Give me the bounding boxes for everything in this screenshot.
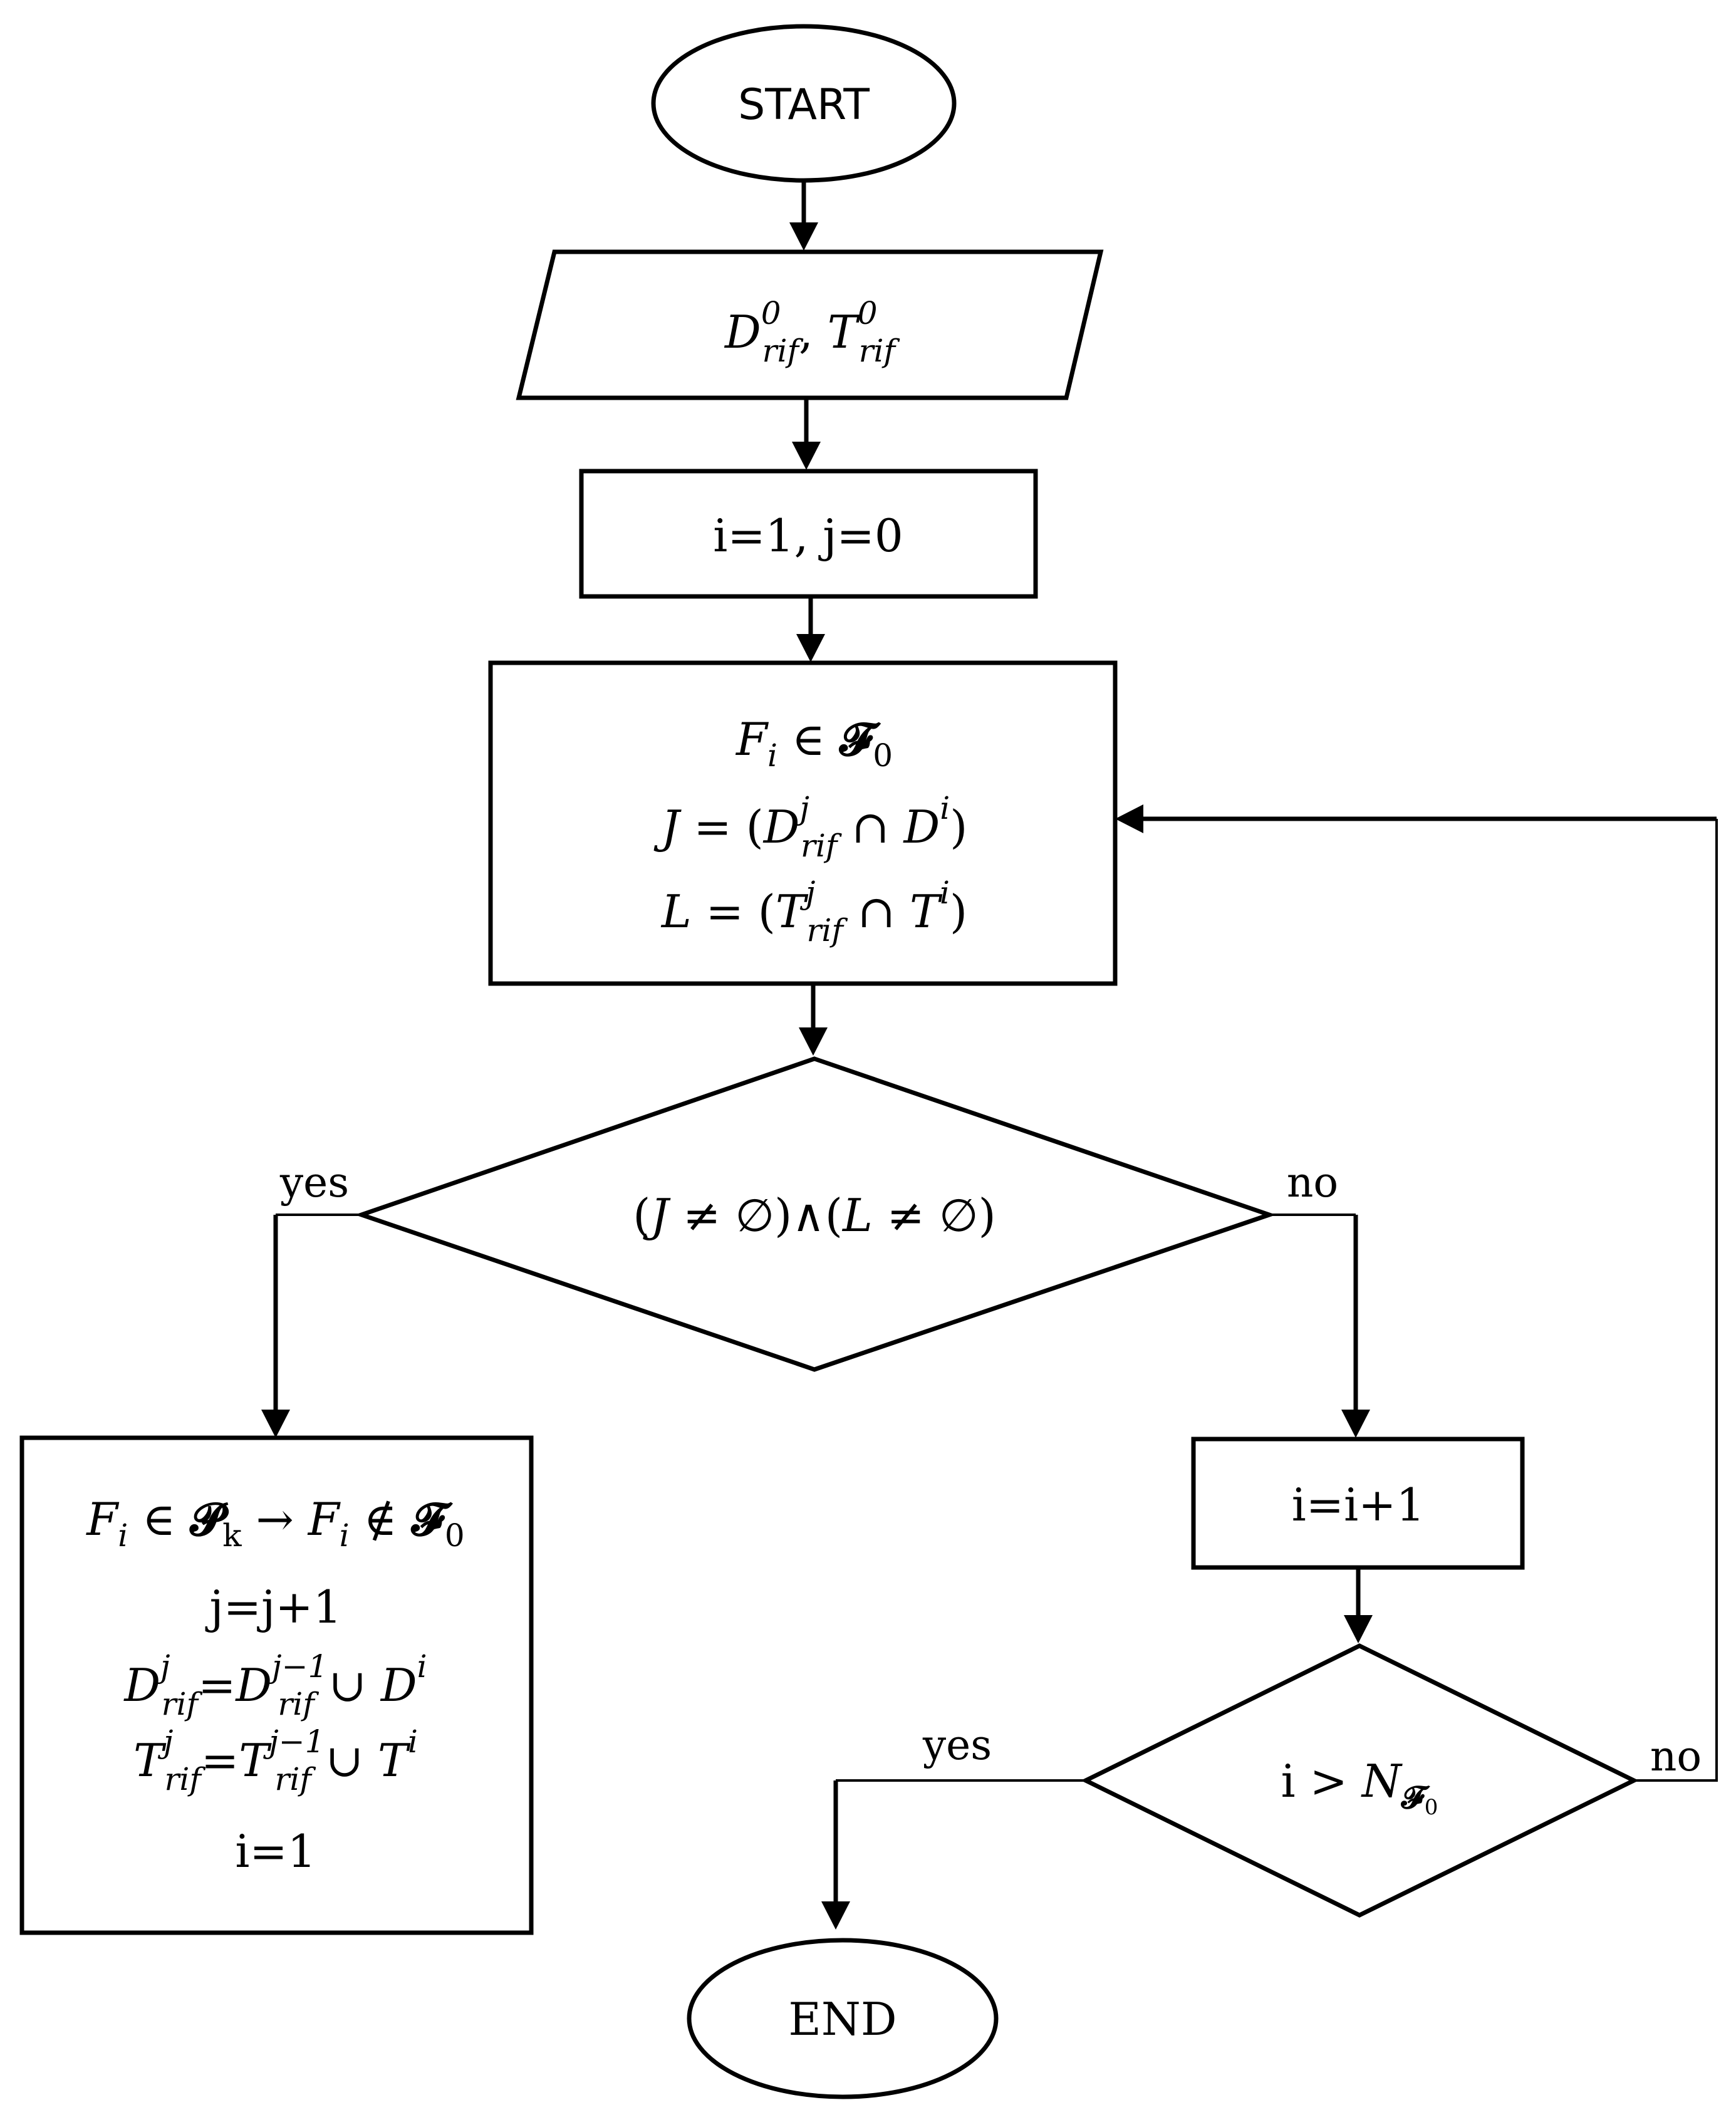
start-label: START: [738, 80, 870, 130]
compute-line-1: Fi ∈ 𝓕0: [735, 712, 893, 774]
arrowhead: [1115, 804, 1143, 833]
arrowhead: [261, 1410, 290, 1438]
arrowhead: [821, 1901, 850, 1930]
update-line-2: j=j+1: [205, 1581, 341, 1633]
edge-d2-no-loop: [1634, 819, 1718, 1782]
arrowhead: [789, 222, 818, 251]
end-label: END: [788, 1993, 897, 2045]
arrowhead: [799, 1027, 828, 1056]
decision-2-node: i > N𝓕0: [1081, 1643, 1639, 1918]
increment-node: i=i+1: [1191, 1437, 1525, 1570]
decision-1-yes-label: yes: [279, 1158, 349, 1207]
decision-1-label: (J ≠ ∅)∧(L ≠ ∅): [633, 1189, 995, 1242]
arrowhead: [1341, 1410, 1370, 1438]
init-node: i=1, j=0: [579, 469, 1038, 599]
increment-label: i=i+1: [1292, 1479, 1425, 1531]
start-node: START: [651, 24, 957, 183]
init-label: i=1, j=0: [713, 509, 903, 562]
decision-1-node: (J ≠ ∅)∧(L ≠ ∅): [355, 1056, 1276, 1372]
update-line-1: Fi ∈ 𝓟k → Fi ∉ 𝓕0: [85, 1492, 464, 1554]
update-line-5: i=1: [235, 1825, 316, 1878]
decision-2-label: i > N𝓕0: [1281, 1755, 1438, 1820]
decision-1-no-label: no: [1287, 1158, 1338, 1207]
connectors: [261, 182, 1718, 1930]
arrowhead: [1344, 1615, 1373, 1643]
decision-2-no-label: no: [1650, 1732, 1702, 1780]
end-node: END: [687, 1938, 999, 2099]
decision-2-yes-label: yes: [922, 1721, 992, 1769]
arrowhead: [796, 634, 825, 662]
arrowhead: [792, 442, 821, 470]
